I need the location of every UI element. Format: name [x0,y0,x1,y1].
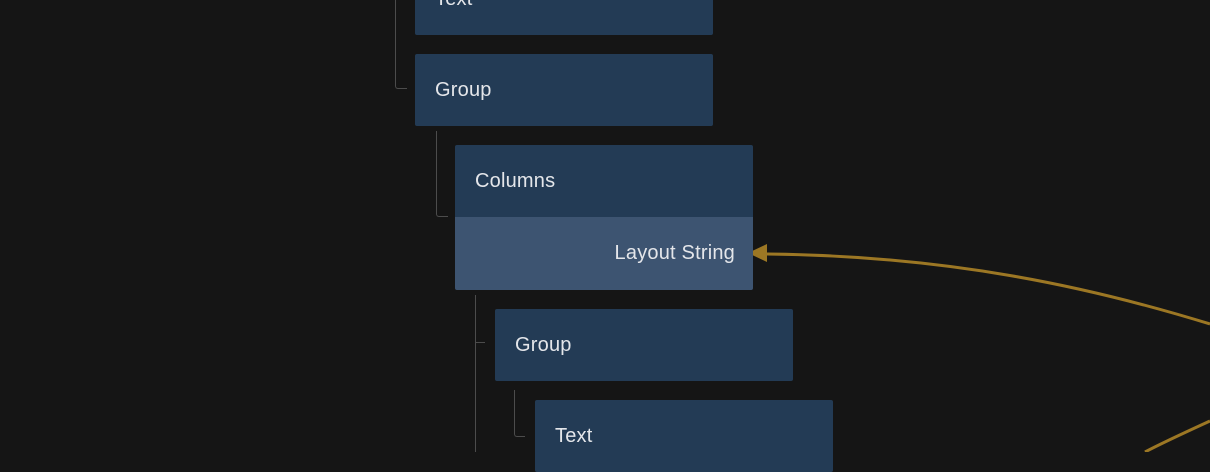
tree-connector [395,0,407,89]
tree-connector [475,295,476,452]
node-header[interactable]: Columns [455,145,753,217]
node-label: Columns [475,169,556,192]
node-label: Text [555,424,593,447]
node-label: Group [435,78,492,101]
wire-connection[interactable] [766,252,1210,326]
node-header[interactable]: Group [415,54,713,126]
node-group[interactable]: Group [415,54,713,126]
node-columns[interactable]: Columns Layout String [455,145,753,290]
tree-connector [475,342,485,343]
wire-connection[interactable] [1144,419,1210,452]
tree-connector [514,390,525,437]
node-text[interactable]: Text [415,0,713,35]
node-input-label: Layout String [614,242,735,264]
node-header[interactable]: Text [415,0,713,35]
node-label: Text [435,0,472,11]
node-header[interactable]: Text [535,400,833,472]
node-group[interactable]: Group [495,309,793,381]
node-input-layout-string[interactable]: Layout String [455,217,753,290]
node-label: Group [515,333,572,356]
node-graph-canvas: Text Group Columns Layout String Group T… [395,0,1210,472]
tree-connector [436,131,448,217]
node-text[interactable]: Text [535,400,833,472]
node-header[interactable]: Group [495,309,793,381]
